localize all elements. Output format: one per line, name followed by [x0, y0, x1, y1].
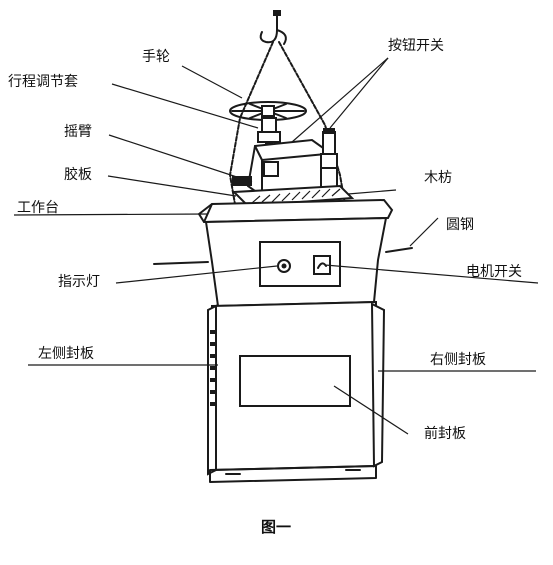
label-left-side-panel: 左侧封板 — [38, 346, 94, 362]
label-round-steel: 圆钢 — [446, 217, 474, 233]
rocker-arm — [232, 138, 327, 198]
rubber-plate — [231, 184, 355, 208]
label-stroke-adjust-sleeve: 行程调节套 — [8, 74, 78, 90]
label-motor-switch: 电机开关 — [466, 264, 522, 280]
label-hand-wheel: 手轮 — [142, 49, 170, 65]
label-right-side-panel: 右侧封板 — [430, 352, 486, 368]
label-rubber-plate: 胶板 — [64, 166, 92, 183]
round-steel-rods — [153, 247, 413, 265]
chain-left — [229, 41, 274, 211]
worktable — [197, 198, 394, 224]
label-wood-block: 木枋 — [424, 170, 452, 186]
label-front-panel: 前封板 — [424, 425, 466, 442]
leader-lines — [13, 57, 539, 435]
lifting-hook — [259, 10, 287, 45]
figure-caption: 图一 — [261, 518, 291, 536]
button-switch-columns — [320, 128, 338, 191]
lower-cabinet — [207, 300, 386, 483]
hand-wheel — [229, 101, 307, 121]
upper-body — [204, 216, 388, 308]
label-indicator-light: 指示灯 — [58, 274, 100, 290]
label-rocker-arm: 摇臂 — [64, 124, 92, 140]
label-worktable: 工作台 — [17, 200, 59, 216]
label-button-switch: 按钮开关 — [388, 38, 444, 54]
